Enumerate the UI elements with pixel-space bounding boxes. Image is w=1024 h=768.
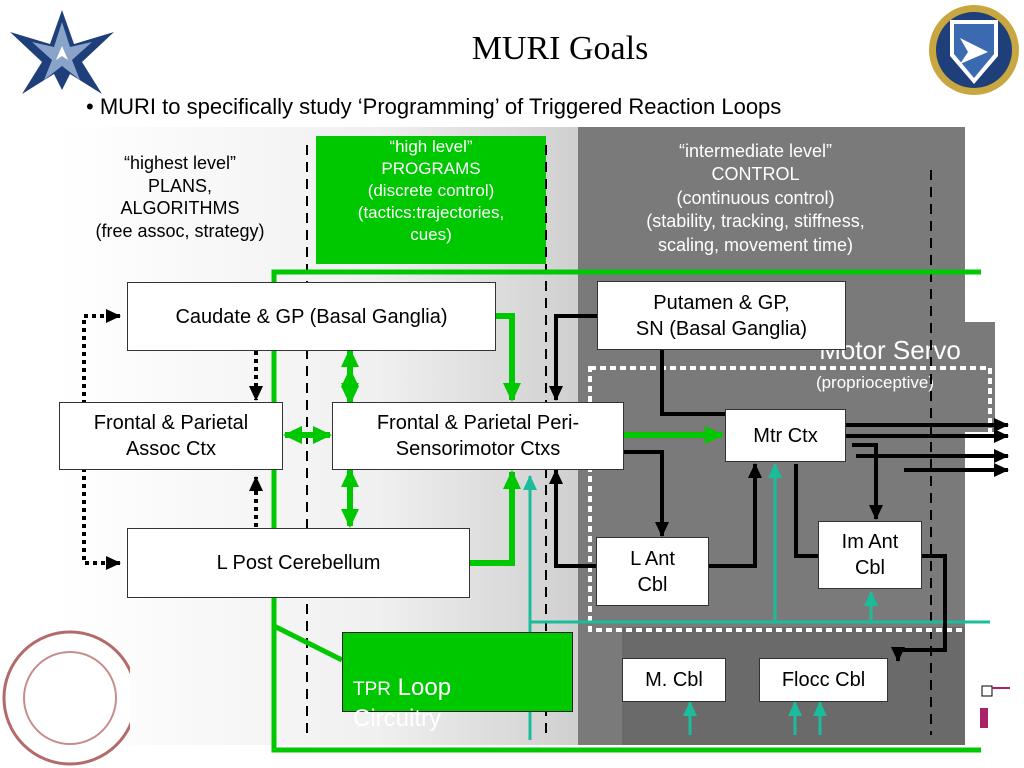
frontal-parietal-assoc-box: Frontal & Parietal Assoc Ctx [59,402,283,470]
m-cbl-box: M. Cbl [622,658,726,702]
tpr-label: Loop Circuitry [353,674,452,733]
header-intermediate-level: “intermediate level” CONTROL (continuous… [646,141,865,255]
partial-graphic [980,680,1024,744]
l-post-cerebellum-box: L Post Cerebellum [127,528,470,598]
mtr-ctx-box: Mtr Ctx [725,409,846,462]
slide-title: MURI Goals [471,30,649,67]
frontal-parietal-peri-box: Frontal & Parietal Peri- Sensorimotor Ct… [332,402,624,470]
motor-servo-region [588,366,992,632]
dotted-arrows [82,309,263,570]
green-arrows [283,313,724,566]
header-highest-level: “highest level” PLANS, ALGORITHMS (free … [95,153,265,241]
putamen-gp-box: Putamen & GP, SN (Basal Ganglia) [597,281,846,350]
black-arrows [549,314,1009,662]
l-ant-cbl-box: L Ant Cbl [596,537,709,606]
institute-seal-logo [2,630,130,766]
afrl-shield-logo [929,5,1019,95]
header-high-level: “high level” PROGRAMS (discrete control)… [316,136,546,264]
air-force-wings-logo [2,2,122,102]
flocc-cbl-box: Flocc Cbl [759,658,888,702]
tpr-loop-circuitry-box: TPR Loop Circuitry [342,632,573,732]
bullet-text: • MURI to specifically study ‘Programmin… [86,94,782,119]
motor-servo-subtitle: (proprioceptive) [815,373,935,392]
caudate-gp-box: Caudate & GP (Basal Ganglia) [127,282,496,351]
im-ant-cbl-box: Im Ant Cbl [818,521,922,589]
outer-green-loop [271,269,981,753]
tpr-prefix: TPR [353,679,391,701]
